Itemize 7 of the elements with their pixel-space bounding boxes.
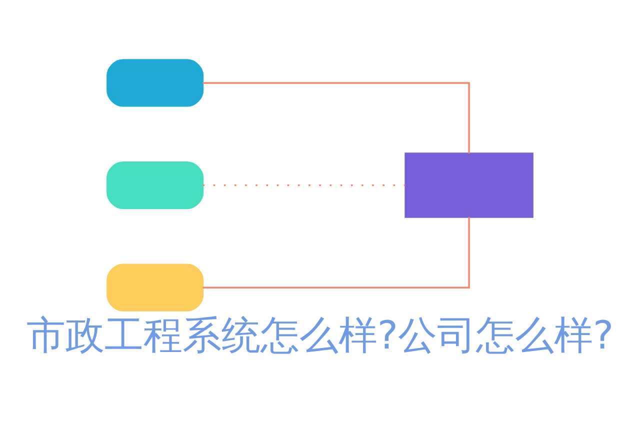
node-box	[106, 264, 204, 312]
connector	[202, 217, 470, 288]
connector	[202, 82, 470, 154]
node-box	[106, 161, 204, 210]
node-box	[106, 59, 204, 107]
node-box	[404, 152, 534, 218]
diagram-title: 市政工程系统怎么样?公司怎么样?	[26, 314, 614, 359]
